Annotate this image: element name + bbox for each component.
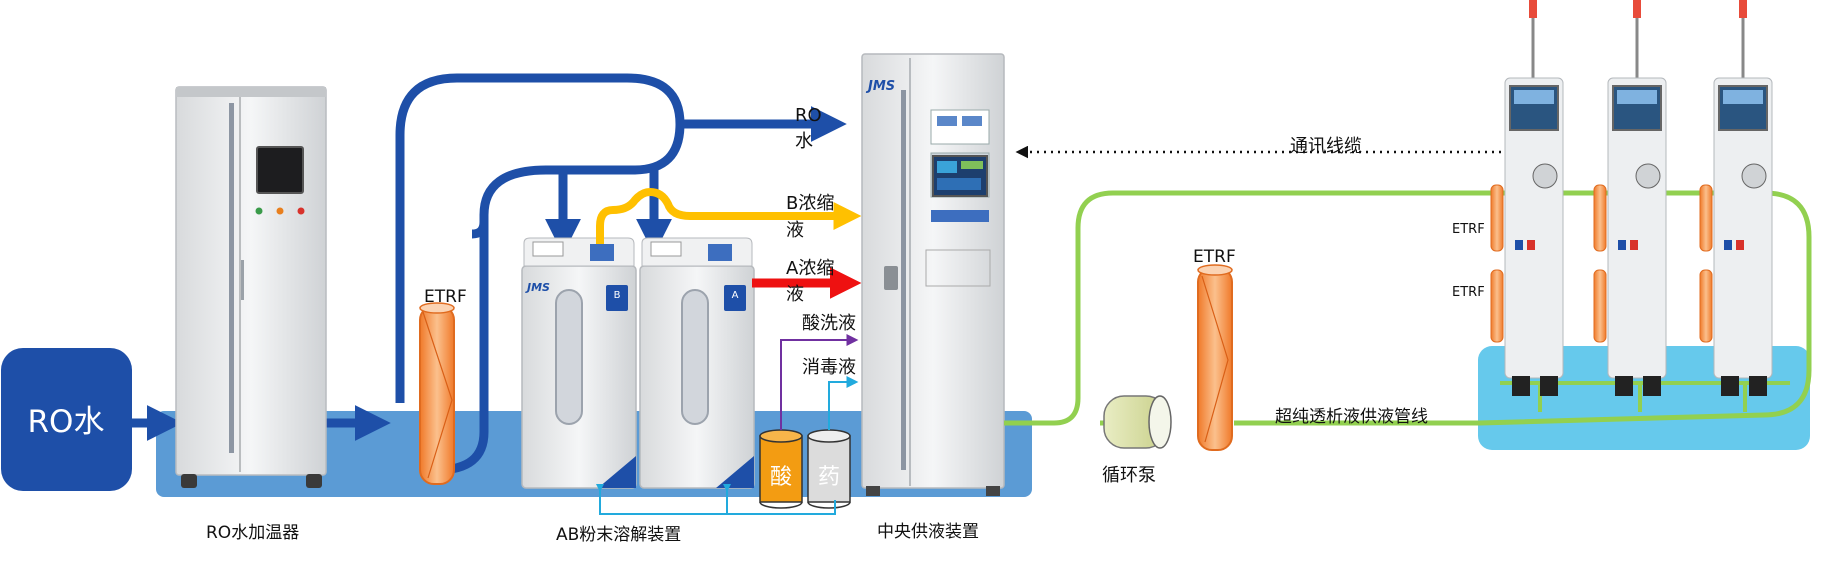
central-supply-unit: JMS <box>861 53 1005 496</box>
acid-wash-line <box>780 334 859 430</box>
ab-dissolver-unit-a: A <box>639 237 755 489</box>
dialysis-machine-1 <box>1490 0 1564 396</box>
acid-tank: 酸 <box>759 429 803 509</box>
ro-line-label-2: 水 <box>795 131 813 152</box>
comm-cable-label: 通讯线缆 <box>1290 136 1362 157</box>
dialysis-machine-2 <box>1593 0 1667 396</box>
a-concentrate-label-1: A浓缩 <box>786 258 834 279</box>
acid-wash-label: 酸洗液 <box>802 313 856 334</box>
ab-dissolver-unit-b: JMS B <box>521 237 637 489</box>
etrf-bedside-label-1: ETRF <box>1452 222 1485 237</box>
disinfect-label: 消毒液 <box>802 357 856 378</box>
etrf-filter-middle <box>1197 264 1233 451</box>
pump-label: 循环泵 <box>1102 465 1156 486</box>
b-concentrate-label-1: B浓缩 <box>786 193 834 214</box>
unit-b-mark: B <box>614 290 621 301</box>
etrf-filter-left <box>419 302 455 485</box>
disinfect-line <box>828 376 859 430</box>
brand-logo-b: JMS <box>525 281 550 294</box>
dialysis-machine-3 <box>1699 0 1773 396</box>
ro-piping <box>132 73 847 475</box>
unit-a-mark: A <box>732 290 739 301</box>
a-concentrate-label-2: 液 <box>786 284 804 305</box>
ro-line-label-1: RO <box>795 105 822 126</box>
etrf-middle-label: ETRF <box>1193 247 1236 267</box>
ro-heater-cabinet <box>175 86 327 488</box>
brand-logo-central: JMS <box>865 79 895 94</box>
ro-water-box-label: RO水 <box>28 404 105 440</box>
ab-dissolver-label: AB粉末溶解装置 <box>556 525 681 545</box>
ro-heater-label: RO水加温器 <box>206 523 299 543</box>
b-concentrate-line <box>596 187 862 244</box>
drug-tank: 药 <box>807 429 851 509</box>
drug-tank-label: 药 <box>818 465 840 490</box>
etrf-left-label: ETRF <box>424 287 467 307</box>
ro-water-source: RO水 <box>1 348 132 491</box>
b-concentrate-label-2: 液 <box>786 220 804 241</box>
circulation-pump <box>1103 395 1172 449</box>
etrf-bedside-label-2: ETRF <box>1452 285 1485 300</box>
central-supply-label: 中央供液装置 <box>877 522 979 542</box>
supply-line-label: 超纯透析液供液管线 <box>1275 407 1428 427</box>
acid-tank-label: 酸 <box>770 465 792 490</box>
